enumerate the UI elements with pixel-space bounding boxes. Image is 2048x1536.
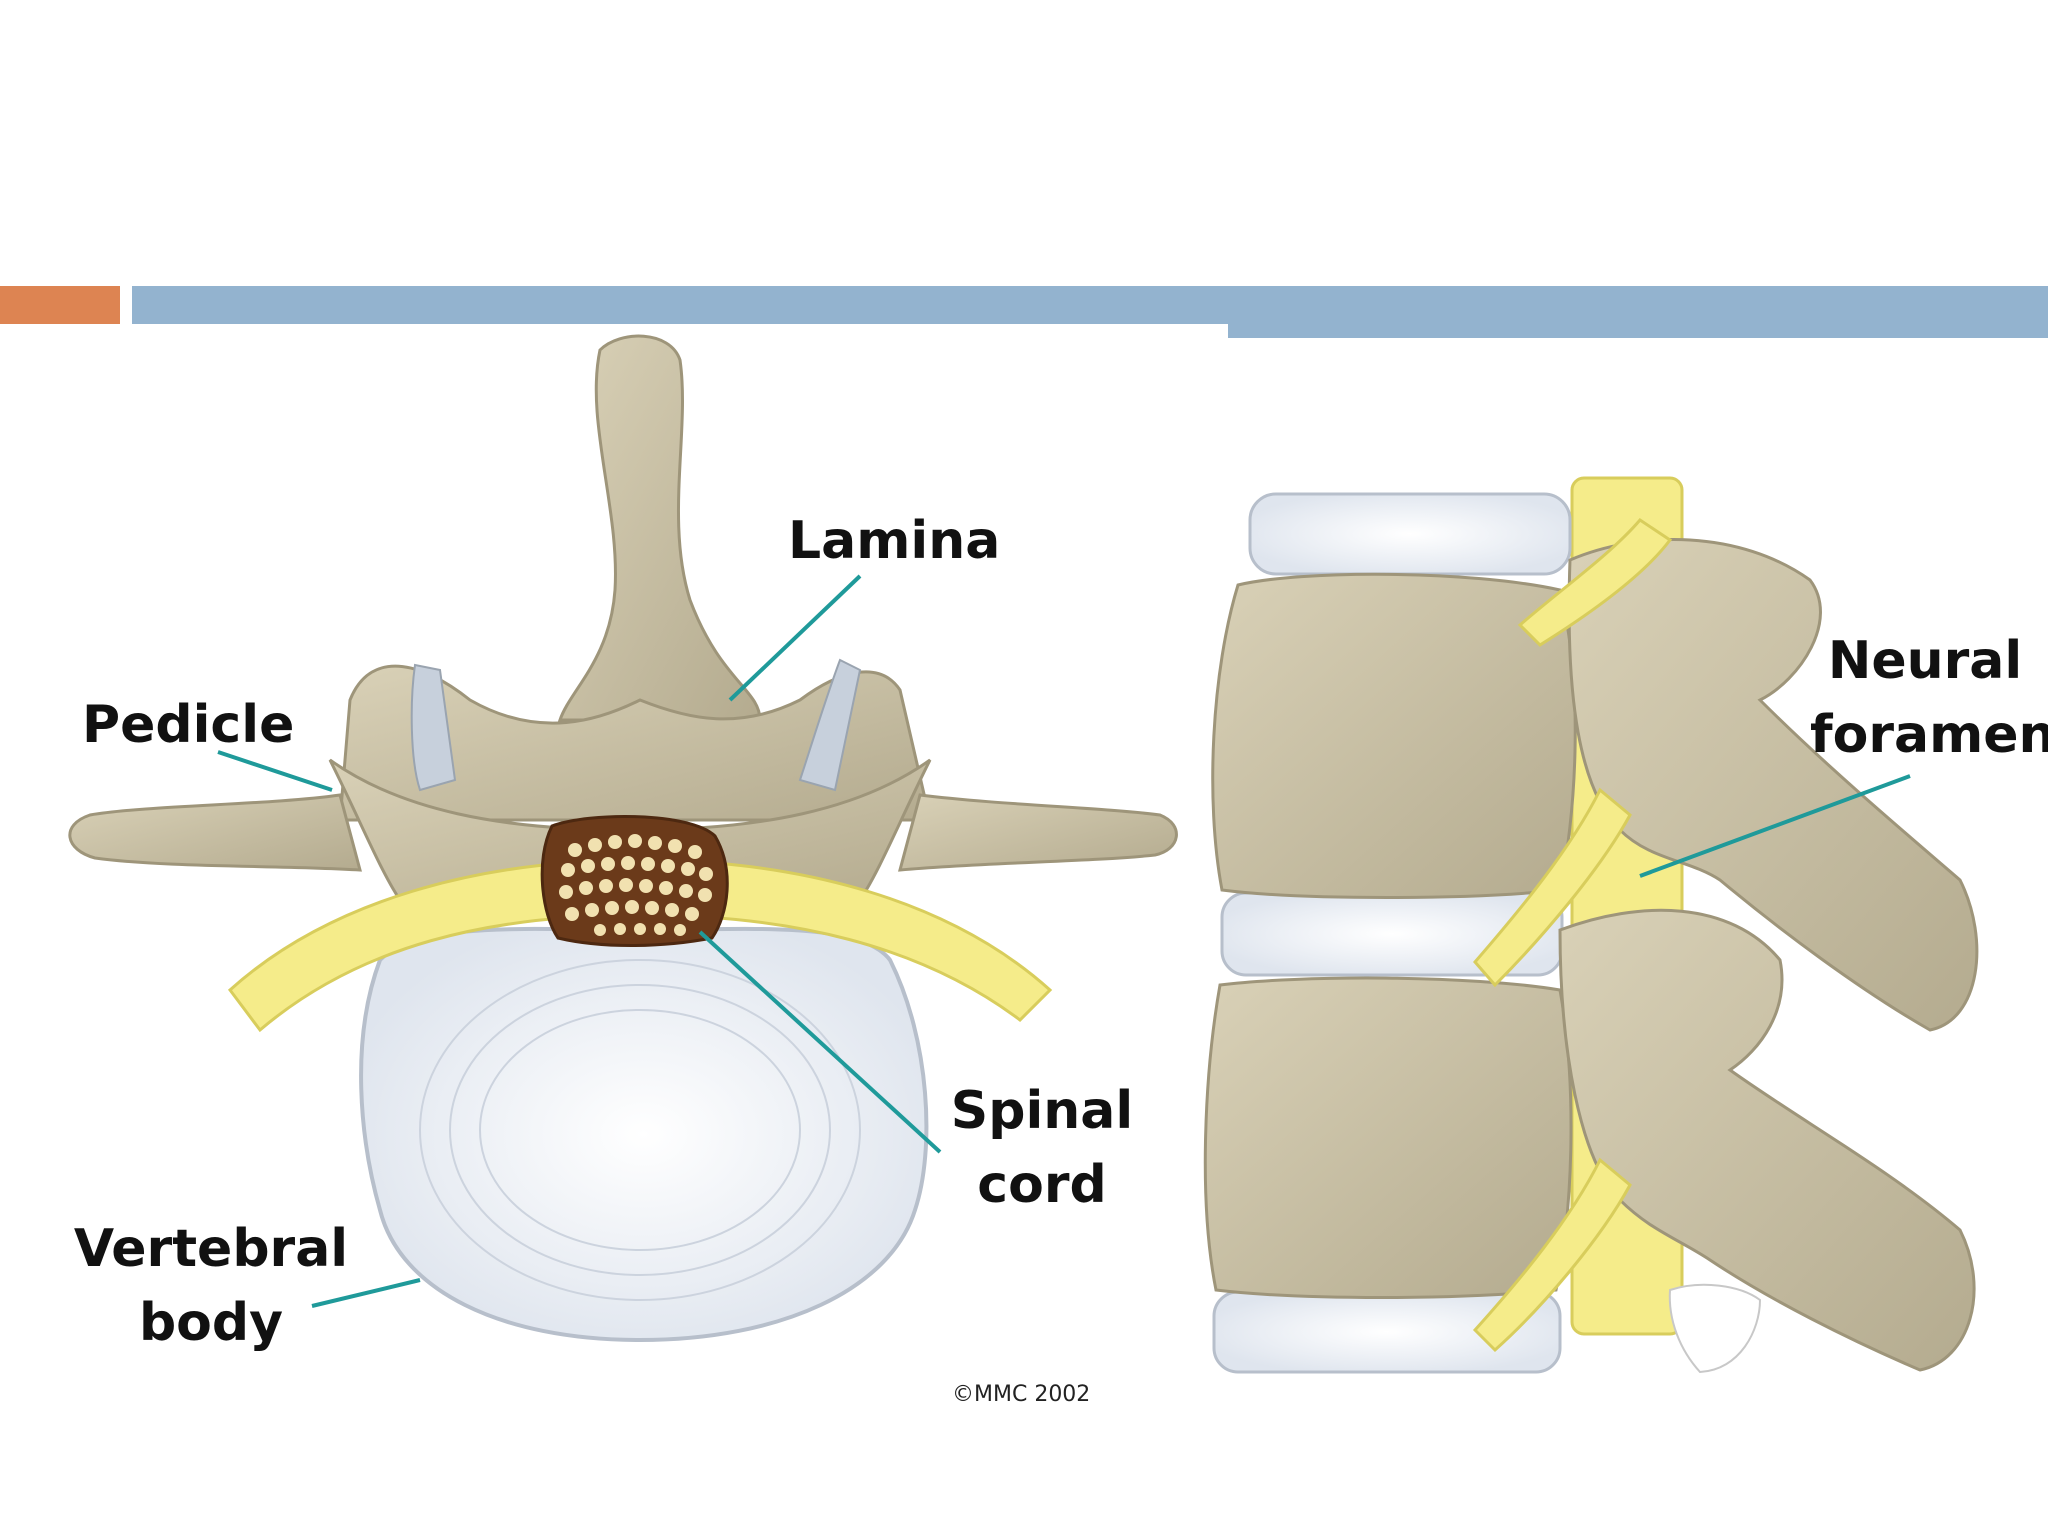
disc-top — [1248, 492, 1572, 576]
nerve-root-middle — [1473, 787, 1632, 988]
label-neural-foramen-line1: Neural — [1827, 631, 2023, 691]
leader-lines — [217, 574, 1911, 1308]
facet-right — [798, 658, 862, 792]
title-accent-orange — [0, 286, 120, 324]
vertebral-body-disc — [359, 926, 929, 1343]
title-accent-blue — [132, 286, 1228, 324]
spine-side-view — [1203, 476, 1979, 1374]
facet-left — [410, 663, 457, 792]
leader-pedicle — [217, 750, 333, 792]
cord-fibers — [559, 834, 713, 936]
spinous-process — [557, 334, 762, 722]
transverse-process-right — [897, 793, 1178, 872]
disc-rings — [419, 959, 861, 1301]
title-accent-blue-right — [1228, 286, 2048, 338]
label-neural-foramen: Neural foramen — [1810, 624, 2048, 772]
label-spinal-cord-line1: Spinal — [950, 1081, 1134, 1141]
label-vertebral-body-line1: Vertebral — [73, 1219, 349, 1279]
label-spinal-cord: Spinal cord — [950, 1074, 1134, 1222]
copyright-note: ©MMC 2002 — [952, 1382, 1091, 1407]
nerve-root-upper — [1517, 518, 1673, 647]
nerve-root-lower — [1472, 1157, 1632, 1353]
label-vertebral-body-line2: body — [138, 1293, 284, 1353]
vertebral-body-lower — [1203, 976, 1573, 1299]
leader-vertebral-body — [311, 1278, 421, 1308]
leader-spinal-cord — [698, 930, 942, 1154]
transverse-process-left — [68, 793, 362, 872]
cut-bone-surface — [1668, 1283, 1762, 1374]
vertebra-top-view — [68, 334, 1178, 1343]
label-vertebral-body: Vertebral body — [66, 1212, 356, 1360]
leader-neural-foramen — [1639, 774, 1911, 878]
label-pedicle: Pedicle — [82, 695, 295, 755]
nerve-roots-band — [227, 858, 1053, 1033]
label-spinal-cord-line2: cord — [977, 1155, 1107, 1215]
label-neural-foramen-line2: foramen — [1810, 705, 2048, 765]
leader-lamina — [728, 574, 862, 702]
label-lamina: Lamina — [788, 511, 1001, 571]
